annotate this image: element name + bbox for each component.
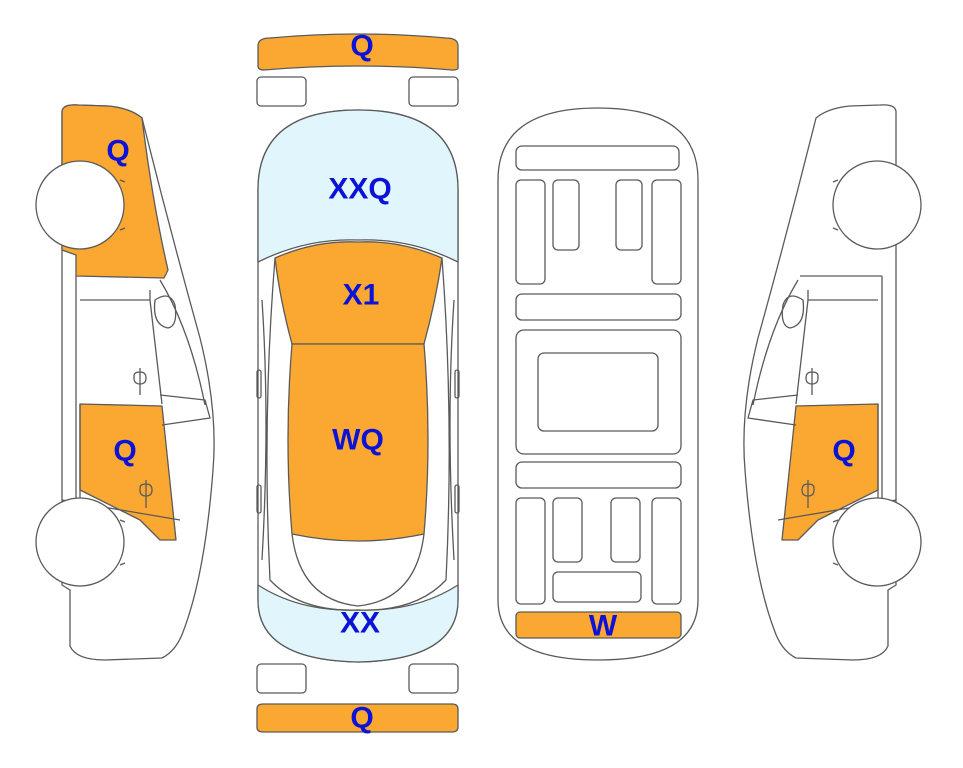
front-left-light [256,76,307,107]
windshield-label: XXQ [328,173,391,206]
right-rear-door-label: Q [832,435,855,468]
hood-label: X1 [343,279,380,312]
top-view [256,33,460,733]
right-mirror [781,295,805,329]
top-inner-lines [261,257,455,611]
front-right-light [408,76,459,107]
roof-panel [287,343,429,542]
underbody-view [497,107,699,661]
underbody-rear-label: W [589,610,618,643]
underbody-rear-panel [515,611,682,639]
left-door-lines [61,276,181,521]
left-side-view [35,104,215,661]
rear-right-light [408,663,459,694]
rear-bumper-label: Q [350,702,373,735]
rear-window-label: XX [340,607,380,640]
left-rear-handle [139,480,153,508]
right-front-handle [805,368,819,395]
left-rear-wheel [35,497,125,587]
right-rear-wheel [832,497,922,587]
right-rear-handle [801,480,815,508]
front-bumper-label: Q [350,30,373,63]
front-bumper-panel [257,33,459,71]
right-front-wheel [832,160,922,250]
right-side-view [743,104,922,661]
rear-left-light [256,663,307,694]
roof-label: WQ [332,424,384,457]
right-door-lines [777,275,897,521]
left-rear-door-label: Q [113,435,136,468]
left-front-wheel [35,160,125,250]
right-side-body [743,104,897,661]
underbody-outline [497,107,699,661]
left-front-handle [133,368,147,395]
left-front-fender-label: Q [106,135,129,168]
windshield-glass [257,109,459,263]
damage-labels: Q XXQ X1 WQ XX Q W Q Q Q [106,30,855,735]
left-mirror [153,295,177,329]
rear-bumper-panel [256,703,459,733]
